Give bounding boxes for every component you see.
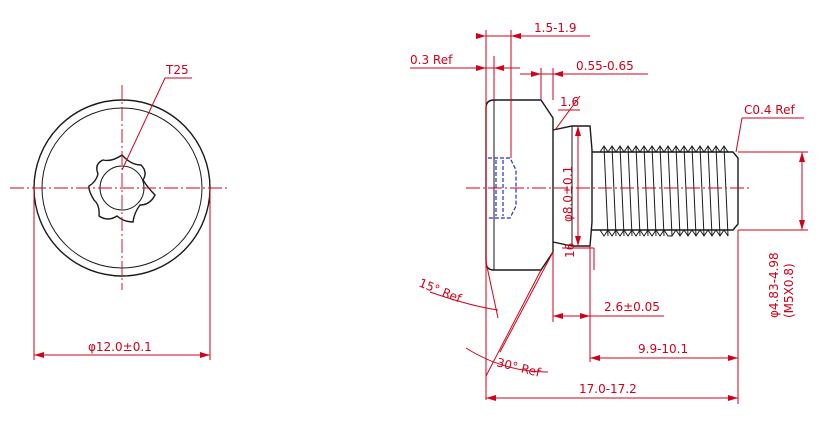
dim-1-5-1-9: 1.5-1.9	[534, 21, 577, 35]
arrow	[590, 355, 600, 361]
arrow	[486, 395, 496, 401]
front-view: T25 φ12.0±0.1	[10, 63, 228, 360]
torx-recess	[88, 154, 156, 223]
dim-shoulder-dia: φ8.0±0.1	[561, 166, 575, 222]
dimensions: 1.5-1.9 0.3 Ref 0.55-0.65 1.6 C0.4 Ref φ…	[410, 21, 808, 404]
side-view	[466, 99, 750, 271]
arrow	[728, 395, 738, 401]
dim-1-6: 1.6	[560, 95, 579, 109]
leader	[554, 95, 581, 131]
angle-arc-30	[465, 347, 549, 373]
arrow	[494, 65, 504, 71]
dim-16: 16	[563, 243, 577, 258]
dim-2-6: 2.6±0.05	[604, 300, 660, 314]
dim-0-55-0-65: 0.55-0.65	[576, 59, 634, 73]
arrow	[553, 71, 563, 77]
arrow	[34, 352, 44, 358]
angle-line	[499, 251, 554, 353]
shoulder-outline	[552, 125, 593, 247]
arrow	[580, 313, 590, 319]
leader	[735, 117, 743, 153]
angle-line	[485, 261, 499, 319]
arrow	[553, 313, 563, 319]
dim-thread-spec: (M5X0.8)	[782, 263, 796, 318]
dim-thread-dia: φ4.83-4.98	[767, 252, 781, 318]
arrow	[799, 220, 805, 230]
t25-leader	[121, 77, 166, 171]
t25-label: T25	[165, 63, 189, 77]
dim-17: 17.0-17.2	[579, 382, 637, 396]
arrow	[476, 33, 486, 39]
arrow	[799, 152, 805, 162]
dim-30-ref: 30° Ref	[495, 355, 542, 380]
dim-0-3-ref: 0.3 Ref	[410, 53, 453, 67]
arrow	[728, 355, 738, 361]
arrow	[531, 71, 541, 77]
thread-teeth	[599, 145, 729, 237]
dim-15-ref: 15° Ref	[417, 276, 464, 306]
arrow	[476, 65, 486, 71]
arrow	[575, 236, 581, 246]
angle-arc-15	[429, 291, 499, 311]
dim-c0-4-ref: C0.4 Ref	[744, 103, 795, 117]
arrow	[200, 352, 210, 358]
angle-line	[485, 269, 542, 377]
head-dia-label: φ12.0±0.1	[88, 340, 152, 354]
thread-outline	[592, 151, 739, 231]
arrow	[575, 126, 581, 136]
dim-9-9: 9.9-10.1	[638, 342, 688, 356]
arrow	[511, 33, 521, 39]
